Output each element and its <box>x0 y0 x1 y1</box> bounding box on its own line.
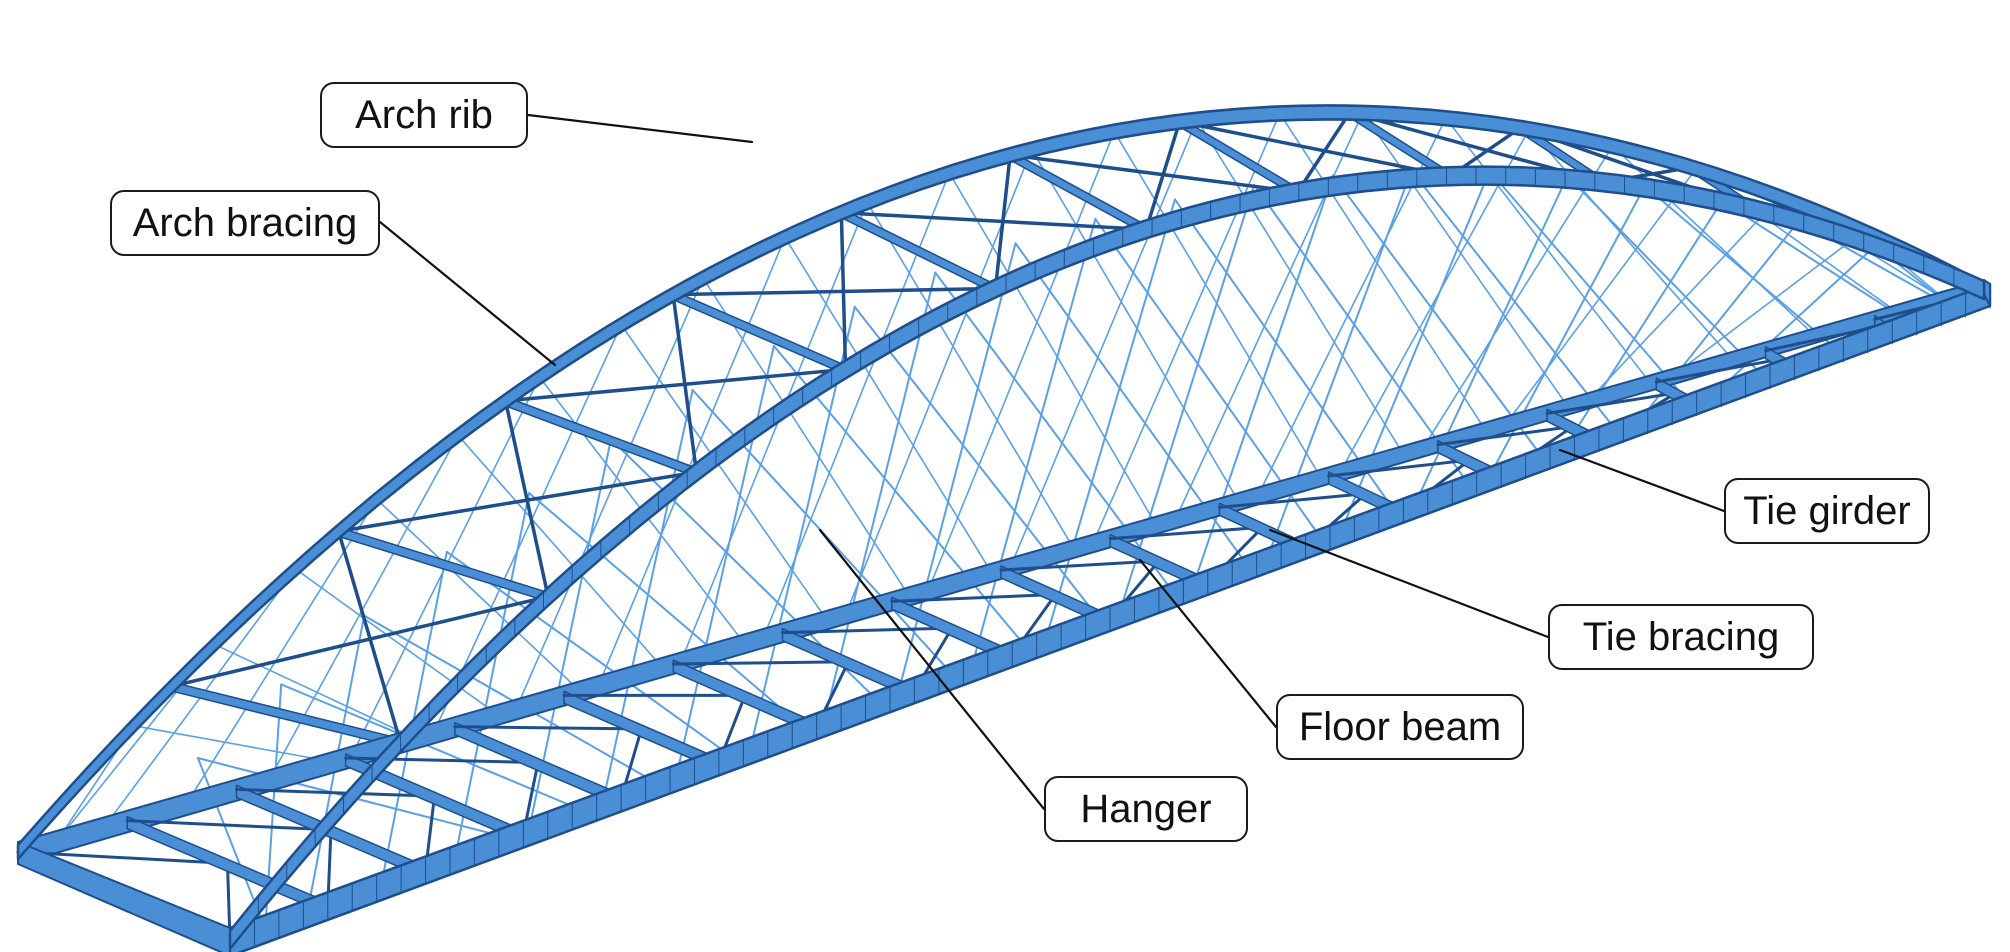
leader-arch-bracing <box>378 220 557 367</box>
hanger <box>1009 118 1198 569</box>
tie-bracing <box>1654 357 1782 384</box>
arch-bracing-diagonal <box>839 210 848 372</box>
leader-tie-girder <box>1558 448 1726 513</box>
arch-strut <box>672 289 847 376</box>
arch-bracing-layer <box>170 107 1914 749</box>
hanger <box>1559 200 1723 455</box>
hanger <box>515 277 704 710</box>
tie-bracing <box>1327 458 1471 478</box>
tie-bracing <box>671 660 850 666</box>
tie-bracing <box>125 819 333 832</box>
hanger <box>213 643 416 739</box>
arch-bracing-diagonal <box>503 399 550 599</box>
tie-bracing <box>1108 525 1264 541</box>
hanger <box>601 389 694 807</box>
label-tie-bracing: Tie bracing <box>1548 604 1814 670</box>
hanger <box>528 492 808 732</box>
hanger <box>1361 112 1570 409</box>
hanger <box>680 201 868 663</box>
arch-bracing-diagonal <box>336 470 699 534</box>
hanger <box>1486 185 1646 482</box>
hanger <box>597 236 786 687</box>
arch-bracing-diagonal <box>1144 119 1182 232</box>
deck <box>16 279 1992 952</box>
hanger <box>1014 242 1251 569</box>
hanger <box>853 305 1103 624</box>
arch-bracing-diagonal <box>1177 119 1452 178</box>
hanger <box>1445 117 1652 385</box>
hanger <box>934 271 1177 597</box>
hanger <box>1196 118 1405 456</box>
hanger <box>948 172 1158 527</box>
arch-bracing-diagonal <box>839 210 1148 232</box>
tie-bracing <box>999 559 1161 572</box>
tie-bracing <box>1436 424 1575 447</box>
arch-bracing-diagonal <box>671 286 998 297</box>
hanger <box>969 217 1097 672</box>
hanger <box>1339 128 1530 474</box>
arch-strut <box>504 396 698 478</box>
hanger <box>866 201 1075 550</box>
arch-bracing-diagonal <box>671 292 699 474</box>
hanger <box>927 130 1116 592</box>
hanger <box>1030 148 1240 503</box>
leader-hanger <box>818 528 1046 811</box>
hanger <box>280 683 587 813</box>
tie-bracing <box>781 626 954 635</box>
hangers <box>56 112 1956 931</box>
tie-bracing <box>453 725 643 731</box>
tie-bracing <box>1217 492 1368 509</box>
hanger <box>132 724 334 763</box>
hanger <box>375 498 581 692</box>
label-arch-rib: Arch rib <box>320 82 528 148</box>
arch-rib-front <box>228 165 1986 951</box>
leader-lines <box>378 113 1726 811</box>
hanger <box>445 550 734 759</box>
hanger <box>1113 130 1322 479</box>
hanger <box>1586 196 1781 403</box>
hanger <box>1707 244 1877 401</box>
hanger <box>1720 200 1914 326</box>
label-floor-beam: Floor beam <box>1276 694 1524 760</box>
arch-bracing-diagonal <box>1295 110 1352 194</box>
hanger <box>1528 128 1734 361</box>
tie-bracing <box>1545 391 1678 415</box>
arch-bracing-diagonal <box>336 529 403 745</box>
label-arch-bracing: Arch bracing <box>110 190 380 256</box>
tie-bracing <box>234 787 436 798</box>
hanger <box>1503 167 1697 427</box>
hanger <box>1421 145 1614 450</box>
hanger <box>294 568 499 716</box>
arch-bracing-diagonal <box>170 594 550 688</box>
tie-bracing <box>16 850 229 865</box>
hanger <box>896 242 1017 699</box>
hanger <box>1191 174 1334 590</box>
arch-bracing-diagonal <box>993 153 1012 291</box>
tie-bracing <box>890 593 1057 603</box>
label-hanger: Hanger <box>1044 776 1248 842</box>
hanger <box>1668 230 1865 380</box>
hanger <box>1331 174 1546 461</box>
leader-arch-rib <box>526 113 754 144</box>
hanger <box>1043 198 1176 644</box>
hanger <box>1117 183 1256 617</box>
label-tie-girder: Tie girder <box>1724 478 1930 544</box>
leader-floor-beam <box>1138 558 1278 729</box>
hanger <box>822 271 937 726</box>
arch-bracing-diagonal <box>503 367 848 403</box>
arch-strut <box>337 526 549 603</box>
hanger <box>1643 185 1841 353</box>
arch-bracing-diagonal <box>1008 153 1300 194</box>
arches <box>16 104 1986 951</box>
leader-tie-bracing <box>1268 528 1550 639</box>
